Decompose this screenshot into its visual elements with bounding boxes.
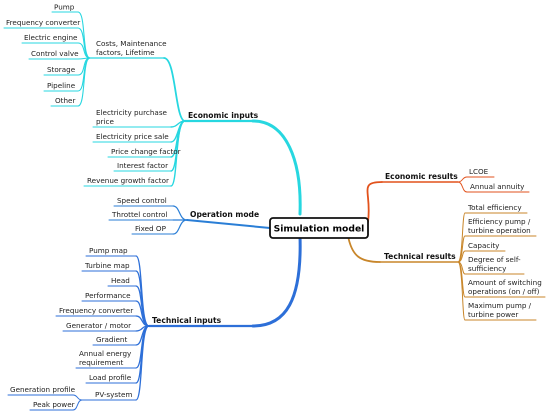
- tr-item-switching-line1: Amount of switching: [468, 278, 542, 287]
- item-price-change-factor: Price change factor: [111, 147, 181, 156]
- ti-item-head: Head: [111, 276, 130, 285]
- item-electricity-purchase-line2: price: [96, 117, 114, 126]
- tr-item-efficiency-pump-line1: Efficiency pump /: [468, 217, 531, 226]
- costs-group-connector: [163, 57, 186, 122]
- operation-mode-connector: [186, 219, 271, 229]
- tr-item-total-efficiency: Total efficiency: [467, 203, 522, 212]
- costs-group-label-line2: factors, Lifetime: [96, 48, 155, 57]
- ti-item-pump-map: Pump map: [89, 246, 128, 255]
- item-revenue-growth-factor: Revenue growth factor: [87, 176, 169, 185]
- technical-inputs-branch: [7, 234, 302, 411]
- economic-results-connector: [366, 181, 383, 223]
- item-electricity-price-sale: Electricity price sale: [96, 132, 169, 141]
- tr-item-efficiency-pump-line2: turbine operation: [468, 226, 531, 235]
- center-node: Simulation model: [269, 217, 369, 239]
- ti-item-peak-power: Peak power: [33, 400, 75, 409]
- ti-item-pv-system: PV-system: [95, 390, 132, 399]
- center-node-label: Simulation model: [274, 224, 365, 235]
- ti-item-frequency-converter: Frequency converter: [59, 306, 133, 315]
- ti-item-annual-energy-line1: Annual energy: [79, 349, 132, 358]
- group-item-pipeline: Pipeline: [47, 81, 76, 90]
- center-node-box: [269, 217, 369, 239]
- item-electricity-purchase-line1: Electricity purchase: [96, 108, 168, 117]
- group-item-storage: Storage: [47, 65, 76, 74]
- technical-inputs-label: Technical inputs: [152, 316, 222, 325]
- economic-results-label: Economic results: [385, 172, 458, 181]
- technical-results-branch: [347, 212, 546, 321]
- operation-mode-label: Operation mode: [190, 210, 259, 219]
- ti-item-generator-motor: Generator / motor: [66, 321, 131, 330]
- tr-item-max-power-line1: Maximum pump /: [468, 301, 532, 310]
- op-item-speed-control: Speed control: [117, 196, 167, 205]
- ti-item-load-profile: Load profile: [89, 373, 132, 382]
- er-item-lcoe: LCOE: [469, 167, 489, 176]
- ti-item-annual-energy-line2: requirement: [79, 358, 124, 367]
- technical-results-label: Technical results: [384, 252, 456, 261]
- group-item-other: Other: [55, 96, 75, 105]
- economic-inputs-branch: [3, 11, 302, 216]
- item-interest-factor: Interest factor: [117, 161, 168, 170]
- group-item-pump: Pump: [54, 3, 75, 12]
- ti-item-performance: Performance: [85, 291, 131, 300]
- tr-item-self-sufficiency-line2: sufficiency: [468, 264, 507, 273]
- operation-mode-branch: [108, 205, 271, 235]
- technical-results-connector: [347, 235, 381, 263]
- costs-group-label-line1: Costs, Maintenance: [96, 39, 167, 48]
- op-item-fixed-op: Fixed OP: [135, 224, 167, 233]
- tr-item-self-sufficiency-line1: Degree of self-: [468, 255, 521, 264]
- group-item-frequency-converter: Frequency converter: [6, 18, 80, 27]
- technical-inputs-connector: [251, 234, 302, 328]
- ti-item-turbine-map: Turbine map: [84, 261, 130, 270]
- tr-item-capacity: Capacity: [468, 241, 500, 250]
- economic-inputs-label: Economic inputs: [188, 111, 259, 120]
- ti-item-generation-profile: Generation profile: [10, 385, 76, 394]
- op-item-throttel-control: Throttel control: [111, 210, 167, 219]
- er-item-annual-annuity: Annual annuity: [470, 182, 525, 191]
- ti-item-gradient: Gradient: [96, 335, 127, 344]
- group-item-control-valve: Control valve: [31, 49, 79, 58]
- economic-inputs-connector: [251, 119, 302, 216]
- economic-results-branch: [366, 176, 530, 223]
- tr-item-switching-line2: operations (on / off): [468, 287, 540, 296]
- tr-item-max-power-line2: turbine power: [468, 310, 518, 319]
- group-item-electric-engine: Electric engine: [24, 33, 78, 42]
